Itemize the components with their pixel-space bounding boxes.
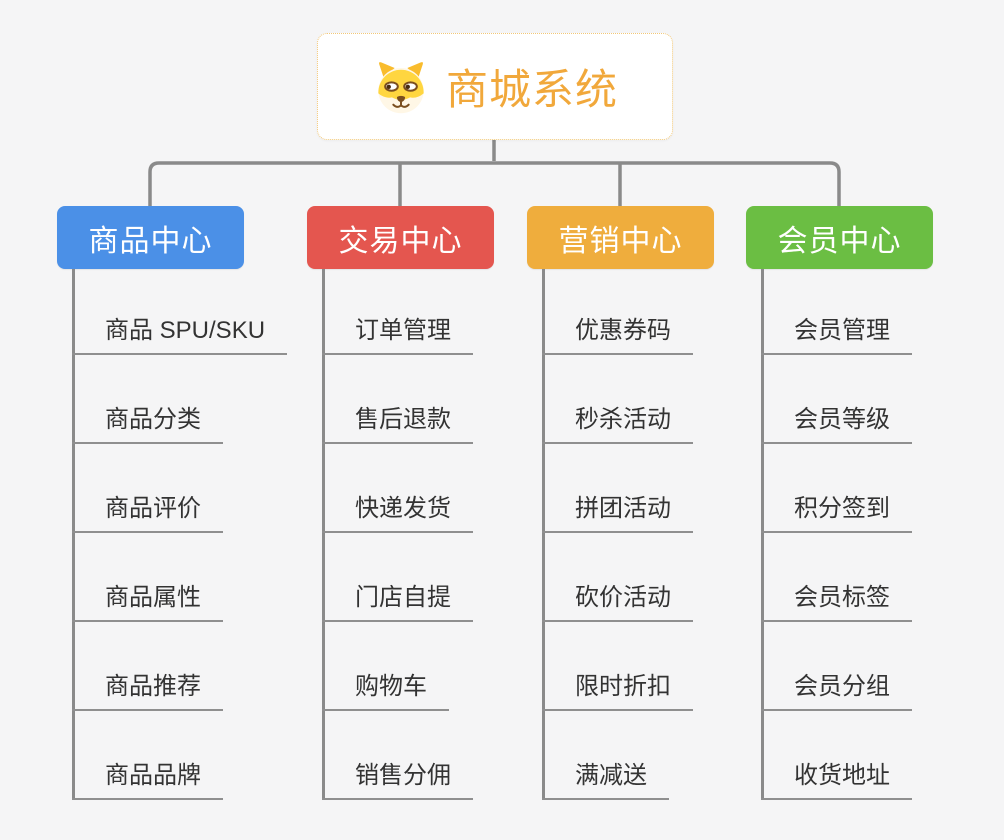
leaf-node[interactable]: 优惠券码 (542, 266, 693, 355)
root-node[interactable]: 商城系统 (317, 33, 673, 140)
branch-node-product-center[interactable]: 商品中心 (57, 206, 244, 269)
leaf-node[interactable]: 商品 SPU/SKU (72, 266, 288, 355)
leaf-list: 商品 SPU/SKU 商品分类 商品评价 商品属性 商品推荐 商品品牌 (72, 266, 288, 800)
leaf-node[interactable]: 订单管理 (322, 266, 473, 355)
branch-member-center: 会员中心 会员管理 会员等级 积分签到 会员标签 会员分组 收货地址 (746, 206, 996, 800)
leaf-node[interactable]: 门店自提 (322, 533, 473, 622)
branch-spine (542, 269, 545, 799)
leaf-node[interactable]: 会员管理 (761, 266, 912, 355)
branch-marketing-center: 营销中心 优惠券码 秒杀活动 拼团活动 砍价活动 限时折扣 满减送 (527, 206, 777, 800)
leaf-node[interactable]: 会员等级 (761, 355, 912, 444)
leaf-node[interactable]: 购物车 (322, 622, 449, 711)
branch-bus-line (148, 161, 841, 206)
leaf-node[interactable]: 会员标签 (761, 533, 912, 622)
leaf-node[interactable]: 拼团活动 (542, 444, 693, 533)
branch-trade-center: 交易中心 订单管理 售后退款 快递发货 门店自提 购物车 销售分佣 (307, 206, 557, 800)
leaf-list: 优惠券码 秒杀活动 拼团活动 砍价活动 限时折扣 满减送 (542, 266, 693, 800)
branch-node-member-center[interactable]: 会员中心 (746, 206, 933, 269)
leaf-node[interactable]: 销售分佣 (322, 711, 473, 800)
leaf-list: 会员管理 会员等级 积分签到 会员标签 会员分组 收货地址 (761, 266, 912, 800)
branch-spine (761, 269, 764, 799)
leaf-node[interactable]: 商品推荐 (72, 622, 223, 711)
leaf-node[interactable]: 商品属性 (72, 533, 223, 622)
leaf-node[interactable]: 商品品牌 (72, 711, 223, 800)
branch-spine (72, 269, 75, 799)
leaf-node[interactable]: 售后退款 (322, 355, 473, 444)
leaf-node[interactable]: 商品分类 (72, 355, 223, 444)
leaf-node[interactable]: 限时折扣 (542, 622, 693, 711)
leaf-list: 订单管理 售后退款 快递发货 门店自提 购物车 销售分佣 (322, 266, 473, 800)
branch-spine (322, 269, 325, 799)
branch-node-marketing-center[interactable]: 营销中心 (527, 206, 714, 269)
leaf-node[interactable]: 收货地址 (761, 711, 912, 800)
leaf-node[interactable]: 砍价活动 (542, 533, 693, 622)
dog-face-icon (378, 61, 424, 113)
leaf-node[interactable]: 满减送 (542, 711, 669, 800)
leaf-node[interactable]: 秒杀活动 (542, 355, 693, 444)
leaf-node[interactable]: 商品评价 (72, 444, 223, 533)
branch-product-center: 商品中心 商品 SPU/SKU 商品分类 商品评价 商品属性 商品推荐 商品品牌 (57, 206, 307, 800)
leaf-node[interactable]: 积分签到 (761, 444, 912, 533)
leaf-node[interactable]: 会员分组 (761, 622, 912, 711)
root-title: 商城系统 (445, 66, 618, 113)
branch-node-trade-center[interactable]: 交易中心 (307, 206, 494, 269)
leaf-node[interactable]: 快递发货 (322, 444, 473, 533)
